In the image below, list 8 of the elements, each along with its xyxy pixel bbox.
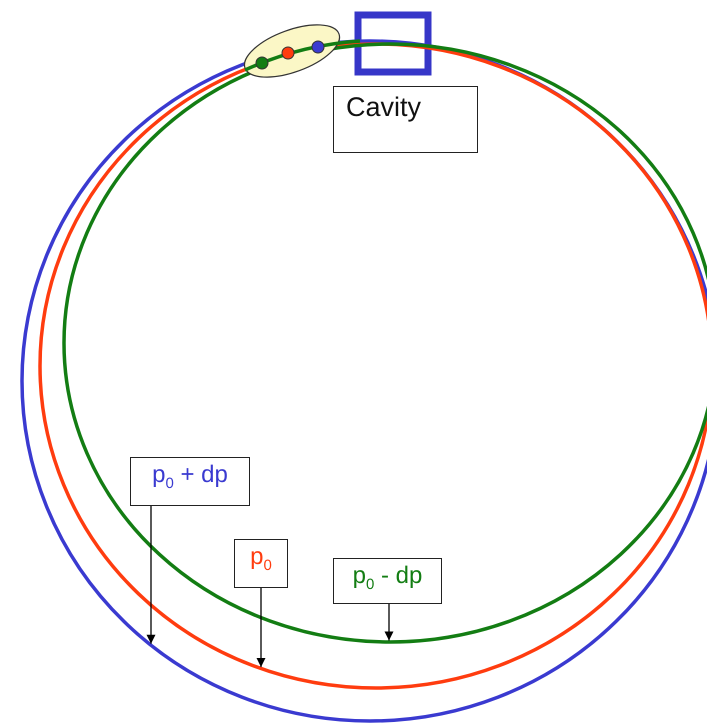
cavity-square bbox=[354, 12, 432, 76]
leader-arrow bbox=[256, 588, 266, 668]
label-text: Cavity bbox=[346, 93, 422, 123]
label-text: p$_{0}$ - dp bbox=[352, 563, 424, 594]
label-text: p$_{0}$ + dp bbox=[151, 462, 229, 492]
leader-arrow bbox=[146, 506, 156, 644]
leader-arrow bbox=[384, 604, 394, 640]
label-text: p$_{0}$ bbox=[249, 544, 273, 574]
